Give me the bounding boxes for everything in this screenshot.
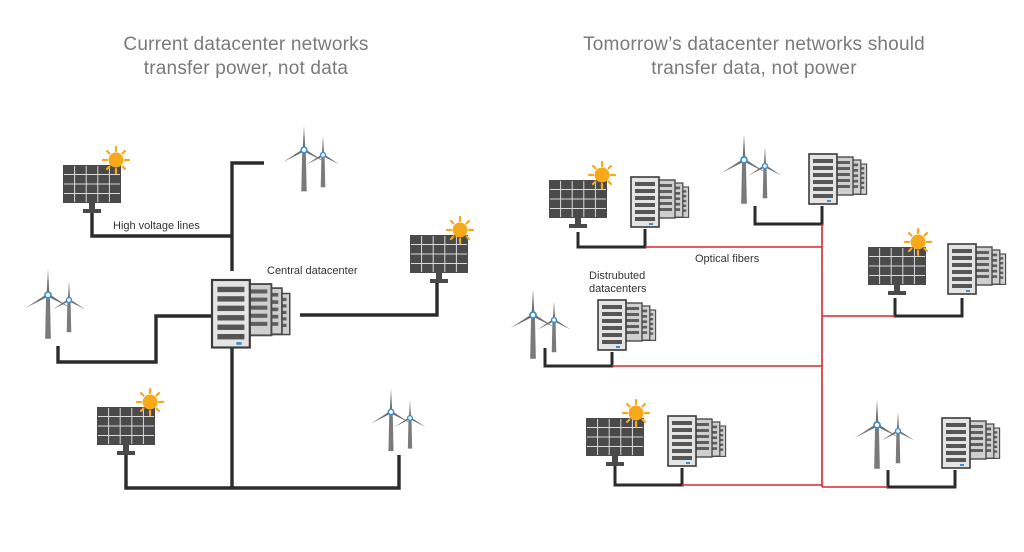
left-title-line2: transfer power, not data (143, 58, 349, 79)
left-title: Current datacenter networks transfer pow… (36, 33, 456, 81)
server-rack-icon (598, 300, 656, 350)
wind-turbine-icon (282, 126, 341, 192)
high-voltage-lines-label: High voltage lines (113, 220, 200, 232)
wind-turbine-icon (510, 289, 572, 358)
power-line-bottom (124, 455, 401, 490)
power-line-solar-topleft (90, 213, 232, 238)
local-link-2 (753, 206, 824, 226)
server-rack-icon (631, 177, 689, 227)
sun-icon (135, 387, 165, 417)
wind-turbine-icon (370, 389, 427, 451)
power-line-turbine-left (56, 314, 212, 364)
server-rack-icon (942, 418, 1000, 468)
distributed-label-line2: datacenters (589, 283, 647, 295)
central-datacenter-label: Central datacenter (267, 265, 358, 277)
server-rack-icon (809, 154, 867, 204)
power-line-solar-right (300, 282, 439, 317)
distributed-datacenters-label: Distrubuted datacenters (589, 270, 646, 296)
sun-icon (101, 145, 131, 175)
left-title-line1: Current datacenter networks (123, 34, 369, 55)
local-link-1 (576, 229, 647, 249)
local-link-3 (893, 298, 964, 318)
wind-turbine-icon (721, 134, 783, 203)
wind-turbine-icon (854, 399, 916, 468)
sun-icon (621, 398, 651, 428)
solar-panel-icon (96, 406, 156, 456)
server-rack-icon (212, 280, 290, 348)
right-title: Tomorrow’s datacenter networks should tr… (544, 33, 964, 81)
server-rack-icon (948, 244, 1006, 294)
optical-fibers (612, 224, 895, 488)
high-voltage-power-lines (56, 161, 439, 490)
local-link-4 (543, 348, 614, 368)
power-line-top (230, 161, 264, 271)
sun-icon (903, 227, 933, 257)
local-link-6 (886, 470, 957, 489)
local-link-5 (613, 466, 684, 487)
solar-panel-icon (62, 164, 122, 214)
solar-panel-icon (548, 179, 608, 229)
sun-icon (587, 160, 617, 190)
right-title-line2: transfer data, not power (651, 58, 857, 79)
sun-icon (445, 215, 475, 245)
optical-fibers-label: Optical fibers (695, 253, 760, 265)
right-title-line1: Tomorrow’s datacenter networks should (583, 34, 925, 55)
distributed-label-line1: Distrubuted (589, 270, 646, 282)
wind-turbine-icon (25, 269, 87, 338)
server-rack-icon (668, 416, 726, 466)
